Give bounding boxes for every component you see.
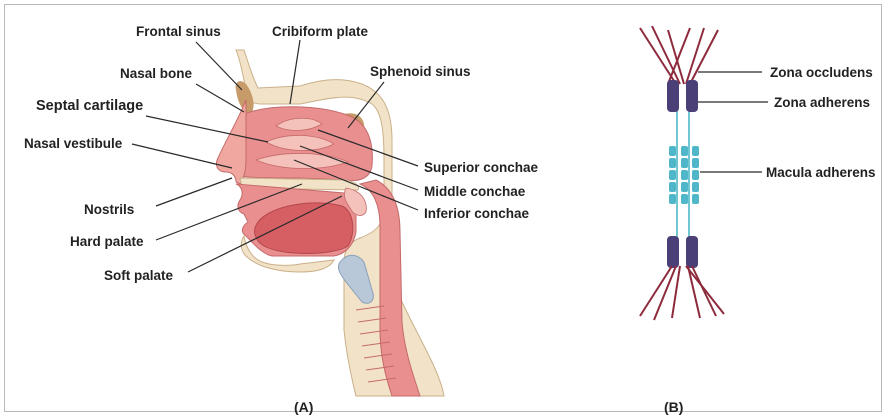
label-frontal-sinus: Frontal sinus [136,24,221,39]
bottom-filaments [640,266,724,320]
label-nostrils: Nostrils [84,202,134,217]
bottom-plaque-right [686,236,698,268]
external-nose [216,100,246,184]
label-macula-adherens: Macula adherens [766,165,876,180]
label-middle-conchae: Middle conchae [424,184,526,199]
label-cribriform-plate: Cribiform plate [272,24,369,39]
label-inferior-conchae: Inferior conchae [424,206,530,221]
caption-panel-a: (A) [294,399,313,415]
cell-junction-illustration [640,26,724,320]
label-nasal-vestibule: Nasal vestibule [24,136,123,151]
bottom-plaque-left [667,236,679,268]
label-zona-adherens: Zona adherens [774,95,870,110]
label-zona-occludens: Zona occludens [770,65,873,80]
label-hard-palate: Hard palate [70,234,144,249]
label-superior-conchae: Superior conchae [424,160,539,175]
label-sphenoid-sinus: Sphenoid sinus [370,64,471,79]
label-septal-cartilage: Septal cartilage [36,98,143,114]
nasal-anatomy-illustration [216,50,444,396]
panel-b-labels: Zona occludens Zona adherens Macula adhe… [766,65,876,180]
zona-occludens-plaque-right [686,80,698,112]
panel-b-leader-lines [698,72,768,172]
macula-adherens-beads [669,146,699,204]
zona-occludens-plaque-left [667,80,679,112]
label-nasal-bone: Nasal bone [120,66,193,81]
label-soft-palate: Soft palate [104,268,174,283]
top-filaments [640,26,718,84]
caption-panel-b: (B) [664,399,683,415]
